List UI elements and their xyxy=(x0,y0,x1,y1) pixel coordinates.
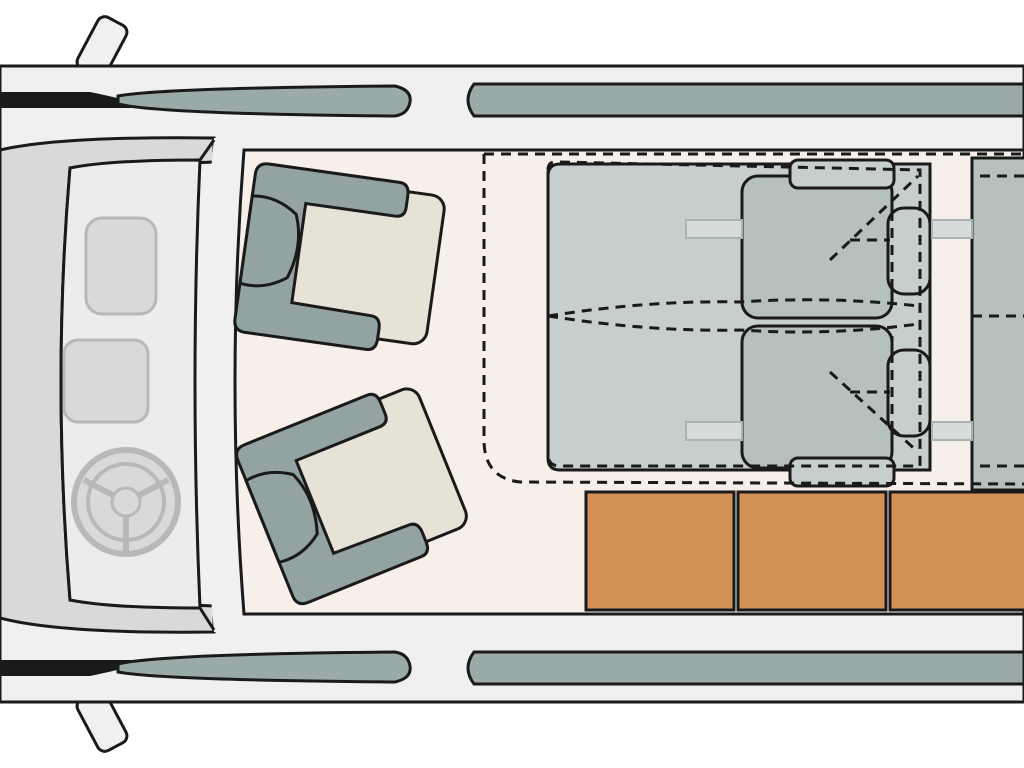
steering-wheel-icon xyxy=(71,447,181,557)
roof-rail-bottom xyxy=(0,650,1024,686)
bed-fold-outline xyxy=(482,152,1024,486)
rear-bench-seat xyxy=(546,156,1024,492)
cabinet-module-3 xyxy=(888,490,1024,612)
cabinet-module-2 xyxy=(736,490,888,612)
front-seat-driver xyxy=(233,162,446,351)
door-pillar xyxy=(202,138,230,632)
front-seat-passenger xyxy=(235,387,468,606)
cabinet-row xyxy=(584,490,1024,612)
cabinet-module-1 xyxy=(584,490,736,612)
dashboard xyxy=(62,216,158,424)
roof-rail-top xyxy=(0,82,1024,118)
